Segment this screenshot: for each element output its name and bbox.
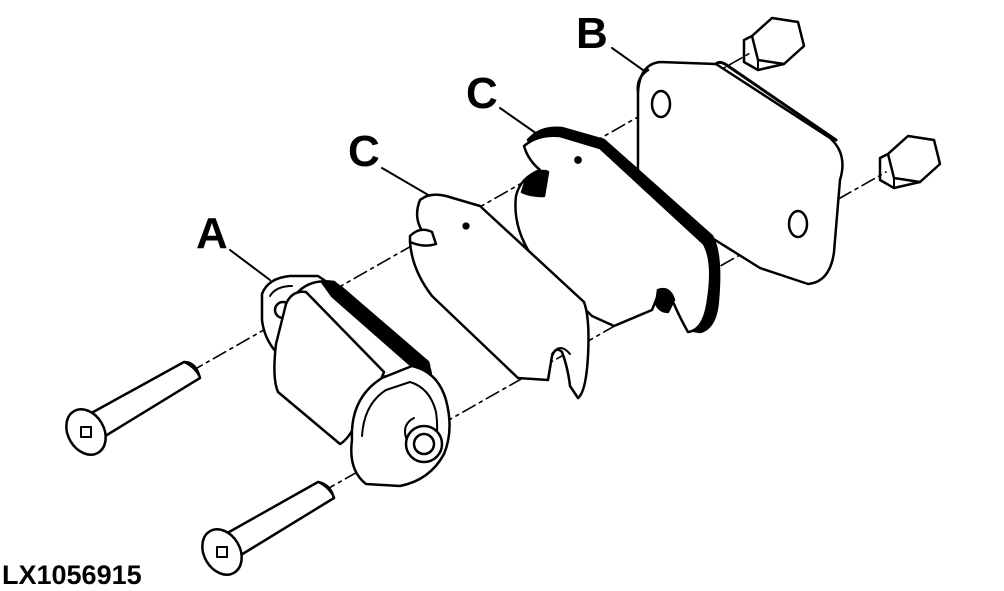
callout-a: A	[196, 209, 228, 258]
isolator-mount-a	[260, 274, 451, 488]
figure-id-label: LX1056915	[2, 560, 142, 590]
leader-c-front	[381, 167, 431, 197]
plate-hole-top	[650, 89, 672, 119]
cover-plate-b	[636, 60, 844, 286]
bolt-lower-socket	[216, 546, 228, 558]
shim-c-front	[408, 193, 590, 400]
callout-b: B	[576, 9, 608, 58]
shim-back-pin-hole	[574, 156, 582, 164]
shim-front-pin-hole	[462, 222, 470, 230]
nut-lower	[878, 134, 942, 190]
nut-upper	[742, 16, 806, 72]
bolt-upper	[65, 360, 202, 456]
bolt-upper-socket	[80, 426, 92, 438]
bolt-lower	[201, 480, 336, 576]
callout-c-back: C	[466, 69, 498, 118]
leader-c-back	[499, 107, 541, 137]
mount-front-bolt-hole	[412, 432, 436, 456]
leader-a	[229, 249, 271, 281]
plate-hole-bottom	[787, 209, 809, 239]
callout-c-front: C	[348, 127, 380, 176]
